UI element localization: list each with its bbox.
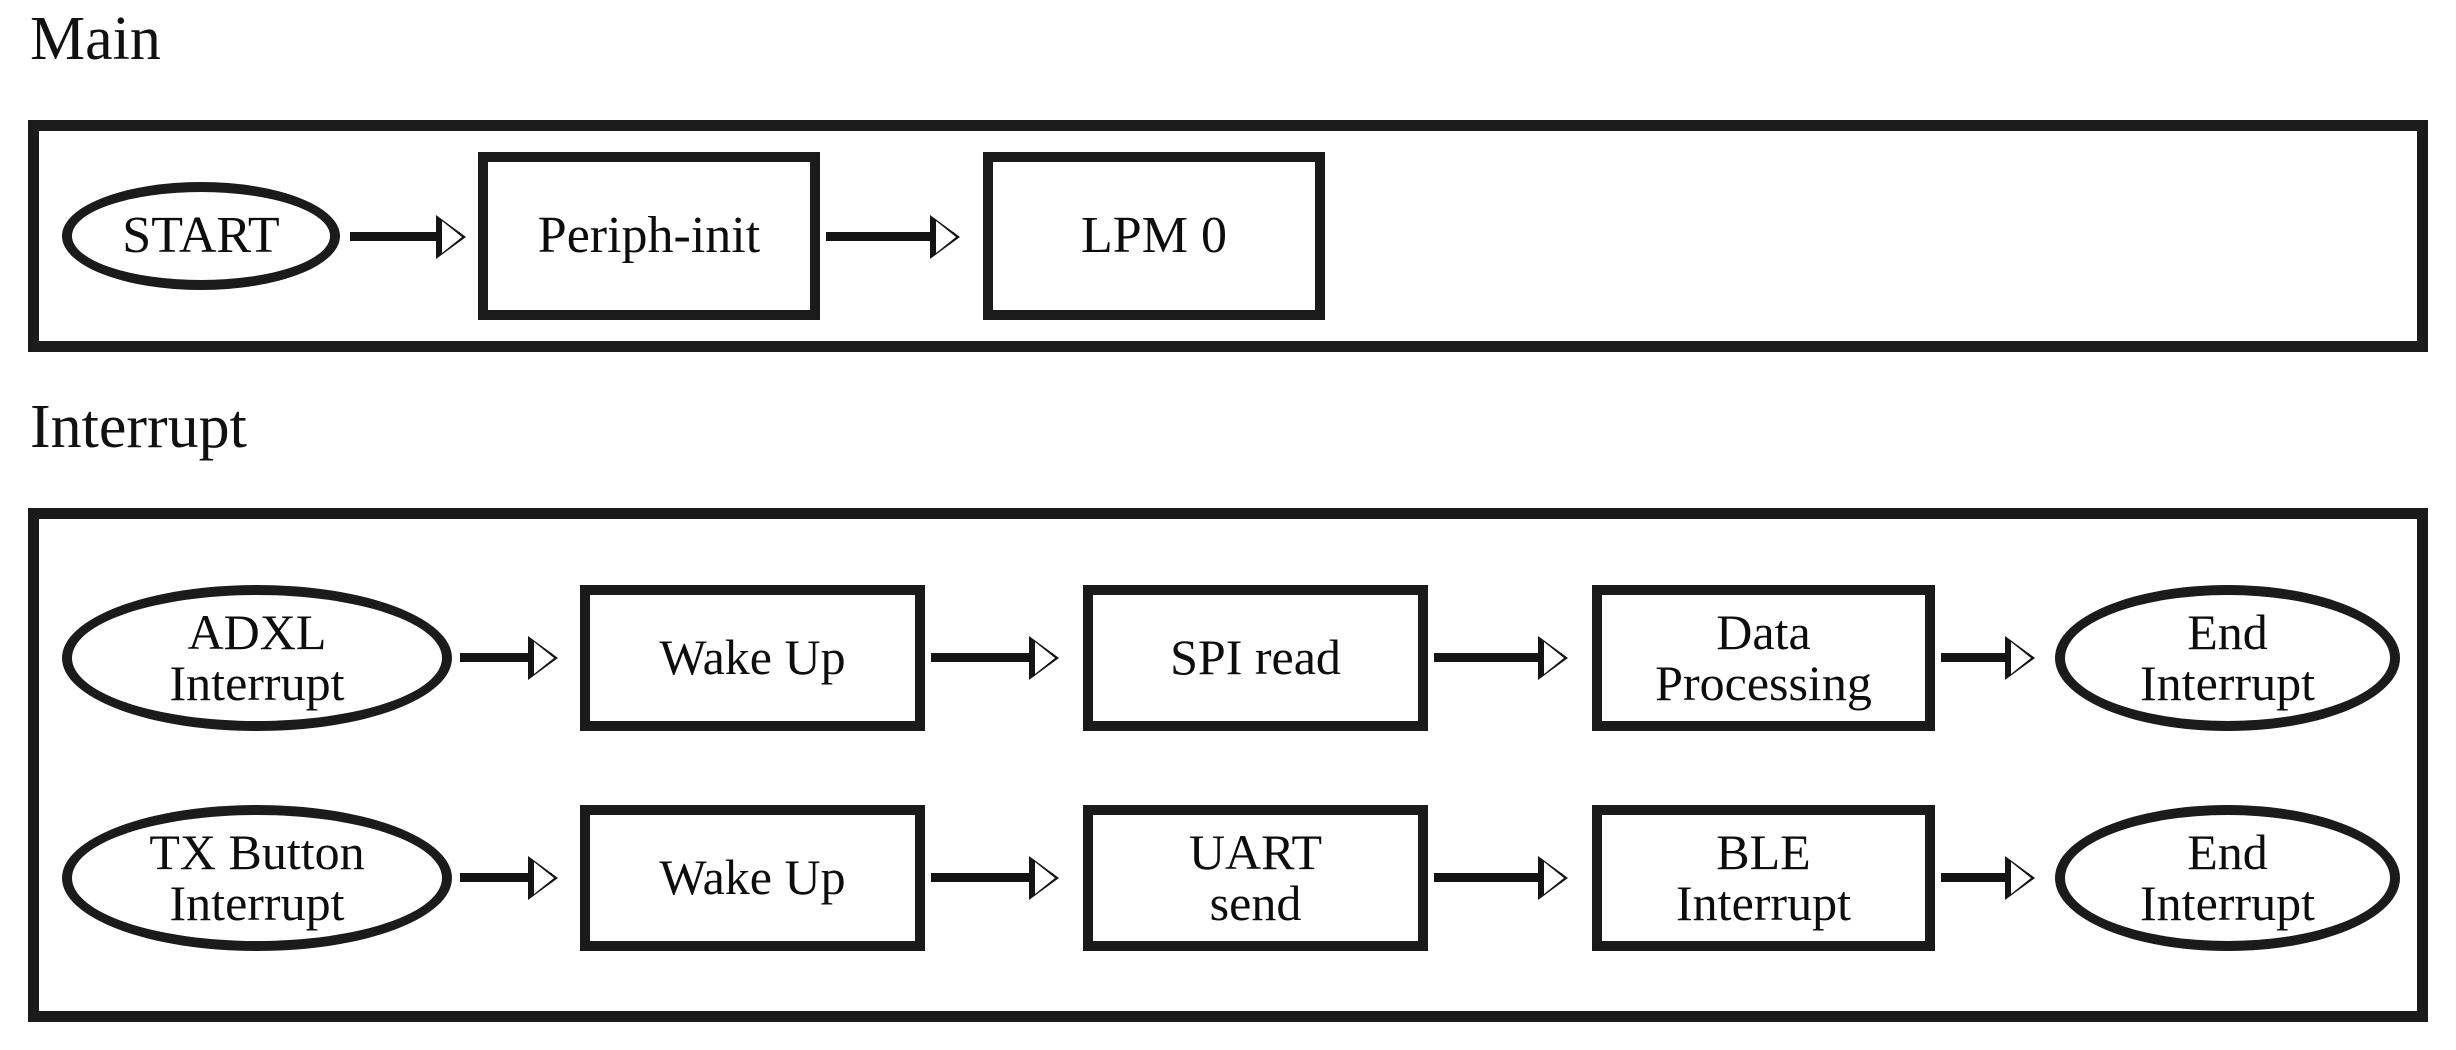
node-ble-interrupt-label-line2: Interrupt — [1676, 875, 1851, 931]
arrow-data-processing-to-end-interrupt-1 — [1941, 653, 2029, 662]
node-spi-read[interactable]: SPI read — [1083, 585, 1428, 731]
node-wake-up-1[interactable]: Wake Up — [580, 585, 925, 731]
arrow-ble-interrupt-to-end-interrupt-2 — [1941, 873, 2029, 882]
section-caption-interrupt: Interrupt — [30, 393, 247, 461]
arrow-adxl-interrupt-to-wake-up-1 — [460, 653, 552, 662]
arrow-wake-up-2-to-uart-send — [931, 873, 1053, 882]
node-periph-init-label: Periph-init — [537, 207, 761, 265]
arrow-start-to-periph-init — [350, 232, 460, 241]
node-wake-up-1-label: Wake Up — [659, 629, 846, 686]
node-wake-up-2[interactable]: Wake Up — [580, 805, 925, 951]
node-tx-button-interrupt-label-line1: TX Button — [149, 823, 365, 880]
node-adxl-interrupt-label-line2: Interrupt — [169, 655, 345, 711]
node-lpm-0-label: LPM 0 — [1081, 207, 1227, 265]
node-wake-up-2-label: Wake Up — [659, 849, 846, 906]
node-uart-send-label-line2: send — [1209, 875, 1302, 931]
node-end-interrupt-2[interactable]: End Interrupt — [2055, 805, 2400, 951]
node-periph-init[interactable]: Periph-init — [478, 152, 820, 320]
node-uart-send[interactable]: UART send — [1083, 805, 1428, 951]
node-tx-button-interrupt[interactable]: TX Button Interrupt — [62, 805, 452, 951]
node-spi-read-label: SPI read — [1170, 629, 1341, 686]
arrow-uart-send-to-ble-interrupt — [1434, 873, 1562, 882]
node-start[interactable]: START — [62, 182, 340, 290]
arrow-periph-init-to-lpm-0 — [826, 232, 954, 241]
node-data-processing-label-line1: Data — [1716, 603, 1811, 660]
node-ble-interrupt-label-line1: BLE — [1716, 823, 1811, 880]
node-end-interrupt-2-label-line1: End — [2187, 823, 2268, 880]
node-data-processing[interactable]: Data Processing — [1592, 585, 1935, 731]
arrow-spi-read-to-data-processing — [1434, 653, 1562, 662]
node-ble-interrupt[interactable]: BLE Interrupt — [1592, 805, 1935, 951]
node-end-interrupt-2-label-line2: Interrupt — [2140, 875, 2315, 931]
arrow-tx-button-interrupt-to-wake-up-2 — [460, 873, 552, 882]
node-uart-send-label-line1: UART — [1188, 823, 1323, 880]
node-end-interrupt-1-label-line1: End — [2187, 603, 2268, 660]
node-adxl-interrupt-label-line1: ADXL — [187, 603, 327, 660]
node-tx-button-interrupt-label-line2: Interrupt — [169, 875, 345, 931]
section-caption-main: Main — [30, 5, 161, 73]
node-adxl-interrupt[interactable]: ADXL Interrupt — [62, 585, 452, 731]
arrow-wake-up-1-to-spi-read — [931, 653, 1053, 662]
node-end-interrupt-1-label-line2: Interrupt — [2140, 655, 2315, 711]
node-start-label: START — [122, 207, 280, 265]
node-lpm-0[interactable]: LPM 0 — [983, 152, 1325, 320]
node-end-interrupt-1[interactable]: End Interrupt — [2055, 585, 2400, 731]
node-data-processing-label-line2: Processing — [1655, 655, 1872, 711]
